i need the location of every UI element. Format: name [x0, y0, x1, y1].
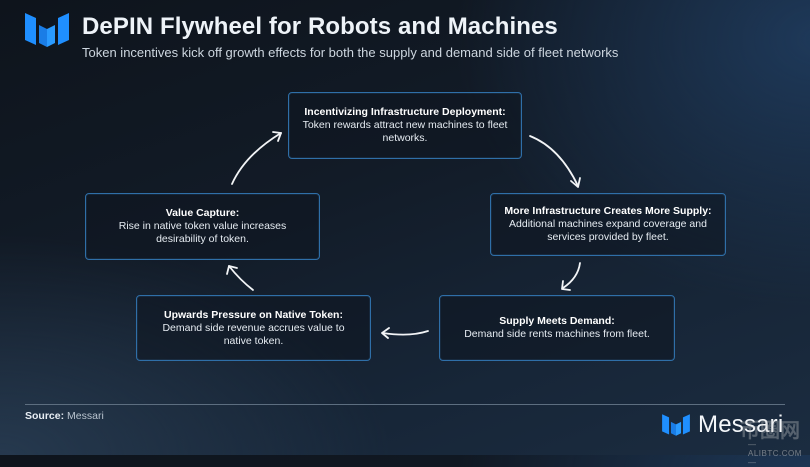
arrow-icon-n2-to-n3 [561, 262, 581, 291]
source-value: Messari [67, 410, 104, 422]
node-body: Demand side rents machines from fleet. [464, 328, 650, 340]
arrow-icon-n1-to-n2 [529, 135, 581, 188]
node-title: Value Capture: [165, 207, 240, 219]
node-title: More Infrastructure Creates More Supply: [504, 205, 712, 217]
arrow-icon-n4-to-n5 [226, 265, 254, 291]
watermark: 币圈网 [740, 420, 800, 442]
brand-logo: Messari [662, 411, 783, 439]
flywheel-node-upwards-pressure: Upwards Pressure on Native Token: Demand… [136, 295, 371, 361]
node-body: Token rewards attract new machines to fl… [302, 119, 508, 144]
flywheel-node-infrastructure-deployment: Incentivizing Infrastructure Deployment:… [288, 92, 522, 159]
brand-name: Messari [698, 411, 784, 438]
footer-divider [25, 404, 785, 405]
watermark-sub: —ALIBTC.COM— [748, 440, 802, 467]
node-body: Rise in native token value increases des… [118, 220, 287, 245]
page-title: DePIN Flywheel for Robots and Machines [82, 13, 558, 40]
node-title: Upwards Pressure on Native Token: [164, 308, 343, 321]
messari-logo-icon [662, 414, 690, 436]
source-note: Source: Messari [25, 410, 104, 422]
arrow-icon-n3-to-n4 [381, 327, 429, 339]
messari-logo-icon [25, 13, 69, 47]
flywheel-node-more-supply: More Infrastructure Creates More Supply:… [490, 193, 726, 256]
node-title: Incentivizing Infrastructure Deployment: [304, 106, 506, 118]
flywheel-node-value-capture: Value Capture: Rise in native token valu… [85, 193, 320, 260]
page-subtitle: Token incentives kick off growth effects… [82, 45, 619, 60]
node-body: Additional machines expand coverage and … [509, 218, 707, 243]
node-body: Demand side revenue accrues value to nat… [162, 321, 345, 347]
node-title: Supply Meets Demand: [499, 315, 615, 327]
arrow-icon-n5-to-n1 [231, 131, 282, 185]
source-label: Source: [25, 410, 65, 422]
flywheel-node-supply-meets-demand: Supply Meets Demand: Demand side rents m… [439, 295, 675, 361]
